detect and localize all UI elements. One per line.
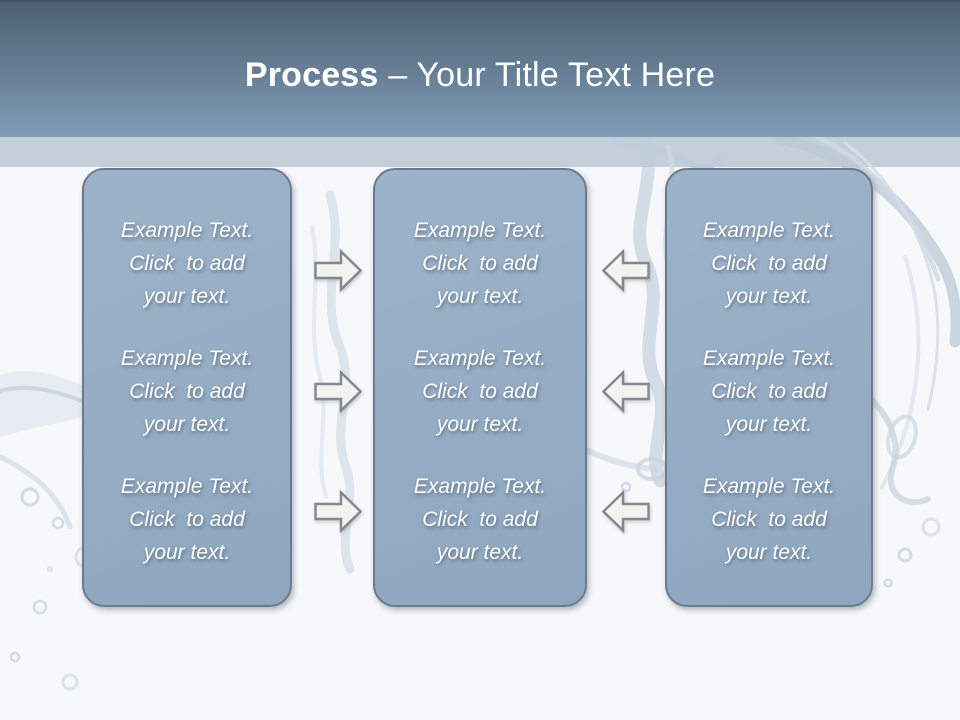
header-accent-band bbox=[0, 137, 960, 167]
title-text: Your Title Text Here bbox=[416, 56, 716, 94]
text-placeholder[interactable]: Example Text. Click to add your text. bbox=[702, 219, 836, 308]
text-placeholder[interactable]: Example Text. Click to add your text. bbox=[413, 347, 547, 436]
arrow-right-icon bbox=[314, 489, 362, 534]
slide-header: Process – Your Title Text Here bbox=[0, 0, 960, 137]
process-box-middle[interactable]: Example Text. Click to add your text. Ex… bbox=[373, 168, 587, 607]
process-box-right[interactable]: Example Text. Click to add your text. Ex… bbox=[665, 168, 873, 607]
arrow-left-icon bbox=[602, 489, 650, 534]
text-placeholder[interactable]: Example Text. Click to add your text. bbox=[413, 219, 547, 308]
page-title: Process – Your Title Text Here bbox=[245, 44, 715, 95]
text-placeholder[interactable]: Example Text. Click to add your text. bbox=[120, 475, 254, 564]
text-placeholder[interactable]: Example Text. Click to add your text. bbox=[702, 347, 836, 436]
arrow-right-icon bbox=[314, 248, 362, 293]
text-placeholder[interactable]: Example Text. Click to add your text. bbox=[120, 219, 254, 308]
text-placeholder[interactable]: Example Text. Click to add your text. bbox=[702, 475, 836, 564]
text-placeholder[interactable]: Example Text. Click to add your text. bbox=[413, 475, 547, 564]
title-separator: – bbox=[388, 56, 408, 94]
arrow-right-icon bbox=[314, 369, 362, 414]
arrow-left-icon bbox=[602, 248, 650, 293]
process-box-left[interactable]: Example Text. Click to add your text. Ex… bbox=[82, 168, 292, 607]
text-placeholder[interactable]: Example Text. Click to add your text. bbox=[120, 347, 254, 436]
title-emphasis: Process bbox=[244, 56, 379, 94]
arrow-left-icon bbox=[602, 369, 650, 414]
